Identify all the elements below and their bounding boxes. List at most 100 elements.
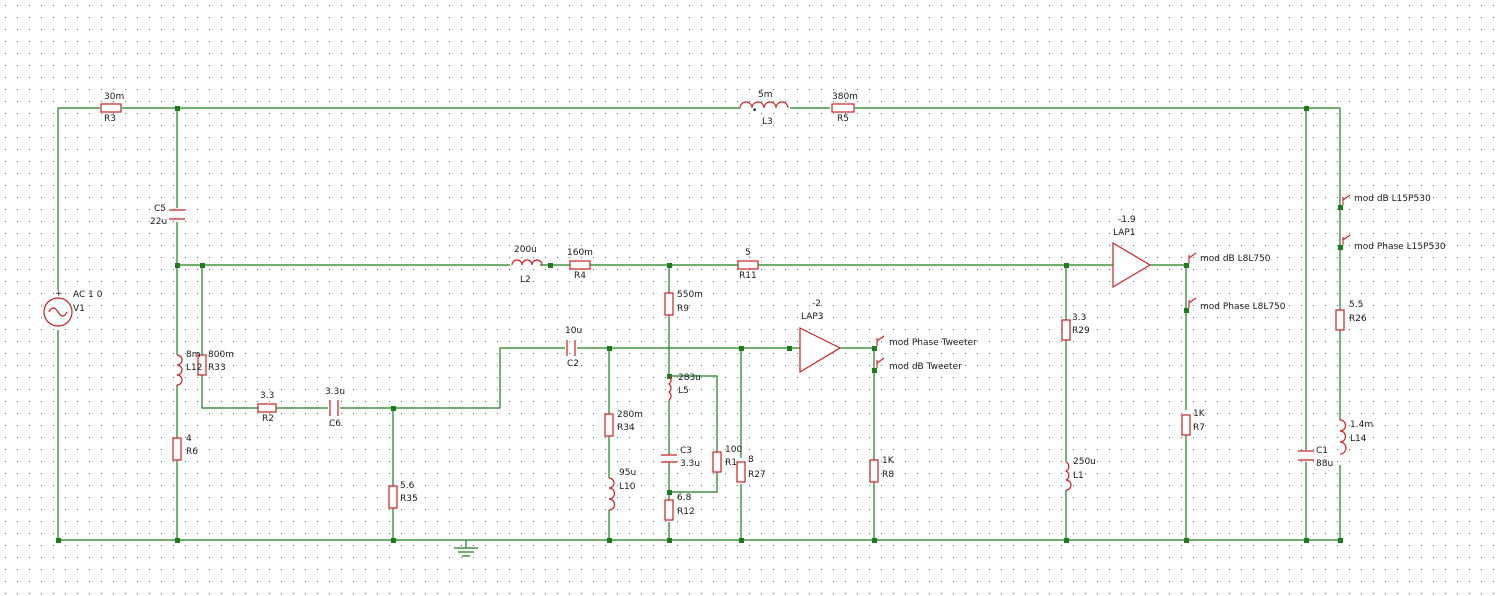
resistor-r12[interactable]: 6.8 R12 [664,493,695,521]
amplifier-name: LAP3 [801,312,824,322]
capacitor-ref: C6 [329,419,341,429]
probe-label: mod Phase L8L750 [1200,302,1286,312]
inductor-l3[interactable]: • 5m L3 [739,90,789,127]
probe-label: mod Phase Tweeter [889,338,977,348]
inductor-l14[interactable]: 1.4m L14 [1339,419,1373,455]
inductor-value: 283u [678,373,701,383]
junction-dot [175,263,180,268]
resistor-r26[interactable]: 5.5 R26 [1335,300,1367,331]
resistor-r9[interactable]: 550m R9 [664,290,703,316]
probe-db-tweeter[interactable]: mod dB Tweeter [876,357,962,372]
junction-dot [1304,106,1309,111]
resistor-r3[interactable]: 30m R3 [100,92,124,124]
amplifier-gain: -1.9 [1118,215,1136,225]
resistor-r4[interactable]: 160m R4 [567,248,593,281]
coil-icon [1064,461,1072,491]
capacitor-c2[interactable]: 10u C2 [565,326,582,369]
resistor-r6[interactable]: 4 R6 [172,434,198,461]
coil-icon [1339,419,1347,455]
resistor-r33[interactable]: 800m R33 [197,350,234,376]
probe-label: mod dB Tweeter [889,362,962,372]
probe-label: mod dB L15P530 [1354,194,1431,204]
inductor-ref: L2 [520,275,531,285]
junction-dot [175,106,180,111]
amplifier-lap1[interactable]: -1.9 LAP1 [1112,215,1152,289]
capacitor-ref: C3 [680,446,692,456]
probe-flag-icon [1342,234,1351,245]
resistor-r5[interactable]: 380m R5 [831,92,858,124]
probe-phase-tweeter[interactable]: mod Phase Tweeter [876,335,977,348]
resistor-value: 100 [725,445,742,455]
inductor-l12[interactable]: 8m L12 [176,350,202,386]
resistor-r27[interactable]: 8 R27 [736,455,766,483]
coil-icon [668,375,672,401]
resistor-r35[interactable]: 5.6 R35 [388,481,418,509]
junction-dot [739,538,744,543]
capacitor-plates-icon [661,454,677,463]
junction-dot [872,368,877,373]
source-label: AC 1 0 [73,290,103,300]
junction-dot [872,538,877,543]
capacitor-c5[interactable]: C5 22u [150,204,185,227]
resistor-r1[interactable]: 100 R1 [712,445,742,473]
junction-dot [1304,538,1309,543]
junction-dot [1064,538,1069,543]
junction-dot [1184,263,1189,268]
inductor-l2[interactable]: 200u L2 [511,245,543,285]
capacitor-ref: C2 [567,359,579,369]
junction-dot [1338,245,1343,250]
resistor-ref: R33 [208,363,226,373]
capacitor-plates-icon [566,340,576,356]
capacitor-c6[interactable]: 3.3u C6 [325,387,345,429]
probe-db-l8l750[interactable]: mod dB L8L750 [1188,252,1271,264]
capacitor-value: 10u [565,326,582,336]
inductor-ref: L14 [1350,434,1367,444]
amplifier-lap3[interactable]: -2 LAP3 [799,299,842,374]
resistor-r11[interactable]: 5 R11 [737,248,759,281]
resistor-value: 6.8 [677,493,692,503]
resistor-r29[interactable]: 3.3 R29 [1061,313,1090,341]
resistor-value: 3.3 [1072,313,1086,323]
probe-phase-l8l750[interactable]: mod Phase L8L750 [1188,297,1286,312]
resistor-ref: R26 [1349,314,1367,324]
probe-phase-l15p530[interactable]: mod Phase L15P530 [1342,234,1446,252]
resistor-r7[interactable]: 1K R7 [1181,409,1206,436]
amplifier-triangle-icon [799,327,842,374]
probe-label: mod dB L8L750 [1200,254,1271,264]
junction-dot [391,538,396,543]
capacitor-plates-icon [1298,450,1314,461]
resistor-value: 4 [186,434,192,444]
junction-dot [391,406,396,411]
resistor-value: 1K [882,456,895,466]
probe-flag-icon [876,335,885,346]
resistor-ref: R5 [837,114,849,124]
resistor-value: 280m [617,410,643,420]
inductor-l5[interactable]: 283u L5 [668,373,701,401]
capacitor-c3[interactable]: C3 3.3u [661,446,700,469]
probe-flag-icon [1188,252,1197,263]
junction-dot [1338,205,1343,210]
resistor-r2[interactable]: 3.3 R2 [257,391,277,424]
capacitor-value: 88u [1316,459,1333,469]
inductor-value: 250u [1073,457,1096,467]
junctions [56,106,1343,543]
inductor-l1[interactable]: 250u L1 [1064,457,1096,491]
resistor-ref: R29 [1072,326,1090,336]
source-v1[interactable]: + AC 1 0 V1 [43,289,103,327]
resistor-r34[interactable]: 280m R34 [604,410,643,437]
capacitor-c1[interactable]: C1 88u [1298,446,1333,469]
junction-dot [787,346,792,351]
resistor-ref: R1 [725,458,737,468]
capacitor-value: 3.3u [680,459,700,469]
inductor-l10[interactable]: 95u L10 [608,468,636,511]
coil-icon [739,101,789,109]
junction-dot [1338,538,1343,543]
resistor-r8[interactable]: 1K R8 [869,456,895,483]
amplifier-triangle-icon [1112,241,1152,289]
capacitor-value: 22u [150,217,167,227]
resistor-ref: R2 [262,414,274,424]
sine-wave-icon [48,307,68,317]
probe-db-l15p530[interactable]: mod dB L15P530 [1342,194,1431,205]
junction-dot [607,346,612,351]
inductor-value: 95u [619,468,636,478]
